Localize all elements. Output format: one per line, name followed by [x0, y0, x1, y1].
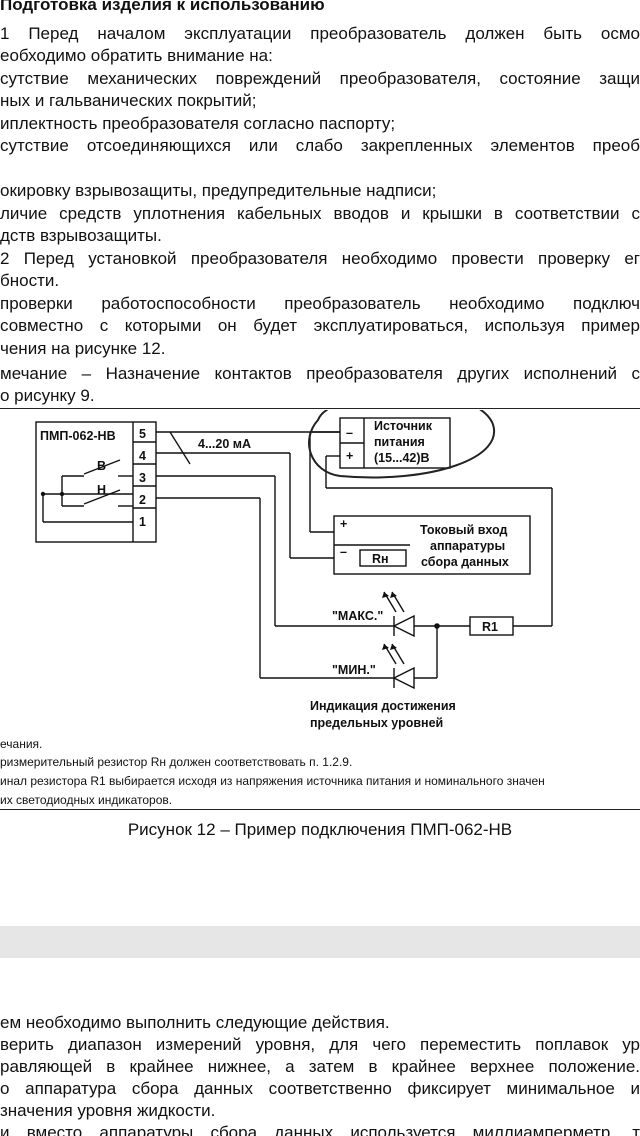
current-label: 4...20 мА [198, 437, 251, 451]
indication-line-1: Индикация достижения [310, 699, 456, 713]
paragraph-line: сутствие механических повреждений преобр… [0, 69, 640, 88]
paragraph-line: о аппаратура сбора данных соответственно… [0, 1079, 640, 1098]
terminal-3: 3 [139, 471, 146, 485]
paragraph-line: дств взрывозащиты. [0, 226, 162, 245]
indication-line-2: предельных уровней [310, 716, 443, 730]
device-box [35, 421, 157, 543]
resistor-rn-label: Rн [372, 552, 389, 566]
switch-lower-label: Н [97, 483, 106, 497]
paragraph-line: значения уровня жидкости. [0, 1101, 216, 1120]
note-line: ризмерительный резистор Rн должен соотве… [0, 755, 353, 769]
paragraph-line: и вместо аппаратуры сбора данных использ… [0, 1123, 640, 1136]
led-max-label: "МАКС." [332, 609, 383, 623]
paragraph-line: проверки работоспособности преобразовате… [0, 294, 640, 313]
paragraph-line: личие средств уплотнения кабельных вводо… [0, 204, 640, 223]
paragraph-line: верить диапазон измерений уровня, для че… [0, 1035, 640, 1054]
note-line: ечания. [0, 737, 43, 751]
power-plus: + [346, 449, 353, 463]
input-line-1: Токовый вход [420, 523, 508, 537]
input-line-2: аппаратуры [430, 539, 505, 553]
led-min-label: "МИН." [332, 663, 376, 677]
paragraph-line: мечание – Назначение контактов преобразо… [0, 364, 640, 383]
terminal-1: 1 [139, 515, 146, 529]
device-label: ПМП-062-НВ [40, 429, 116, 443]
led-min-diode [392, 666, 415, 690]
note-line: инал резистора R1 выбирается исходя из н… [0, 774, 545, 788]
resistor-rn [359, 549, 407, 567]
terminal-2: 2 [139, 493, 146, 507]
input-line-3: сбора данных [421, 555, 509, 569]
power-line-1: Источник [374, 419, 433, 433]
paragraph-line: ных и гальванических покрытий; [0, 91, 257, 110]
paragraph-line: сутствие отсоединяющихся или слабо закре… [0, 136, 640, 155]
paragraph-line: 1 Перед началом эксплуатации преобразова… [0, 24, 640, 43]
paragraph-line: равляющей в крайнее нижнее, а затем в кр… [0, 1057, 640, 1076]
input-minus: – [340, 545, 347, 559]
paragraph-line: бности. [0, 271, 60, 290]
page-separator [0, 926, 640, 958]
power-line-2: питания [374, 435, 425, 449]
paragraph-line: 2 Перед установкой преобразователя необх… [0, 249, 640, 268]
paragraph-line: ем необходимо выполнить следующие действ… [0, 1013, 390, 1032]
figure-caption: Рисунок 12 – Пример подключения ПМП-062-… [127, 820, 513, 839]
paragraph-line: еобходимо обратить внимание на: [0, 46, 273, 65]
figure-bottom-rule [0, 809, 640, 810]
note-line: их светодиодных индикаторов. [0, 793, 173, 807]
resistor-r1 [469, 616, 514, 636]
paragraph-line: иплектность преобразователя согласно пас… [0, 114, 396, 133]
wiring-diagram: ПМП-062-НВ 5 4 3 2 1 В Н 4...20 мА – + И… [35, 410, 553, 730]
terminal-4: 4 [139, 449, 146, 463]
input-plus: + [340, 517, 347, 531]
led-max-diode [392, 614, 415, 638]
power-minus: – [346, 426, 353, 440]
paragraph-line: совместно с которыми он будет эксплуатир… [0, 316, 640, 335]
terminal-5: 5 [139, 427, 146, 441]
resistor-r1-label: R1 [482, 620, 498, 634]
paragraph-line: окировку взрывозащиты, предупредительные… [0, 181, 437, 200]
paragraph-line: чения на рисунке 12. [0, 339, 166, 358]
paragraph-line: о рисунку 9. [0, 386, 95, 405]
figure-top-rule [0, 408, 640, 409]
section-title: Подготовка изделия к использованию [0, 0, 325, 14]
switch-upper-label: В [97, 459, 106, 473]
handwritten-circle [308, 410, 495, 479]
power-line-3: (15...42)В [374, 451, 430, 465]
